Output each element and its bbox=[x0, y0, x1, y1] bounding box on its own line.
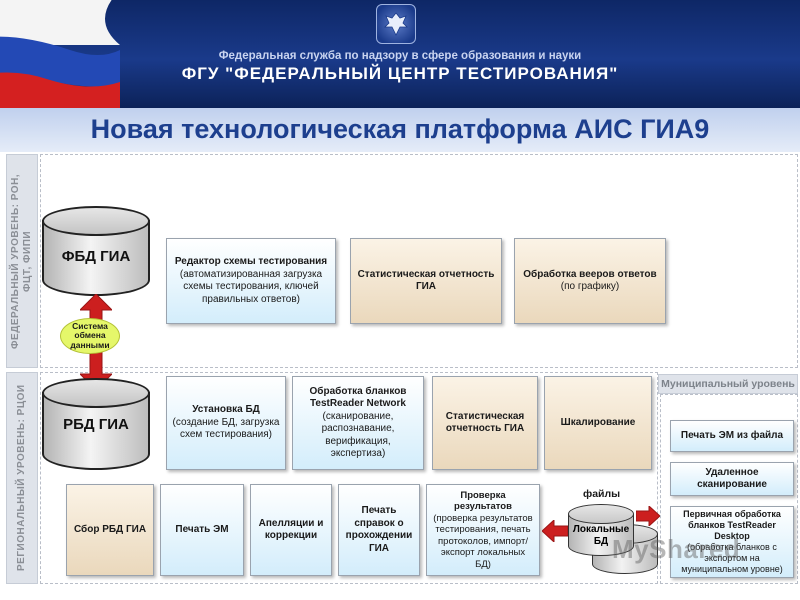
print-em-from-file-box: Печать ЭМ из файла bbox=[670, 420, 794, 452]
box-title: Редактор схемы тестирования bbox=[174, 256, 328, 267]
certificates-box: Печать справок о прохождении ГИА bbox=[338, 484, 420, 576]
regional-level-label: РЕГИОНАЛЬНЫЙ УРОВЕНЬ: РЦОИ bbox=[16, 384, 27, 572]
box-title: Сбор РБД ГИА bbox=[73, 523, 147, 535]
box-desc: (по графику) bbox=[560, 281, 620, 292]
test-scheme-editor-box: Редактор схемы тестирования (автоматизир… bbox=[166, 238, 336, 324]
municipal-zone bbox=[660, 394, 798, 584]
appeals-box: Апелляции и коррекции bbox=[250, 484, 332, 576]
russian-flag-image bbox=[0, 0, 120, 108]
results-check-box: Проверка результатов (проверка результат… bbox=[426, 484, 540, 576]
files-label: файлы bbox=[583, 488, 621, 500]
header-banner: Федеральная служба по надзору в сфере об… bbox=[0, 0, 800, 108]
box-desc: (проверка результатов тестирования, печа… bbox=[433, 512, 533, 570]
box-title: Установка БД bbox=[192, 404, 260, 416]
regional-statistics-box: Статистическая отчетность ГИА bbox=[432, 376, 538, 470]
box-title: Удаленное сканирование bbox=[697, 466, 767, 491]
box-title: Статистическая отчетность ГИА bbox=[445, 410, 525, 435]
db-install-box: Установка БД (создание БД, загрузка схем… bbox=[166, 376, 286, 470]
box-title: Печать ЭМ из файла bbox=[680, 429, 784, 441]
box-desc: (создание БД, загрузка схем тестирования… bbox=[172, 416, 280, 441]
box-title: Обработка бланков TestReader Network bbox=[309, 385, 407, 410]
eagle-emblem-icon bbox=[376, 4, 416, 44]
regional-db-label: РБД ГИА bbox=[63, 416, 129, 433]
box-title: Печать справок о прохождении ГИА bbox=[345, 505, 413, 554]
box-desc: (обработка бланков с экспортом на муници… bbox=[681, 542, 783, 574]
federal-db-label: ФБД ГИА bbox=[61, 248, 131, 265]
organization-name: ФГУ "ФЕДЕРАЛЬНЫЙ ЦЕНТР ТЕСТИРОВАНИЯ" bbox=[181, 64, 619, 83]
box-title: Проверка результатов bbox=[454, 489, 512, 513]
federal-zone bbox=[40, 154, 798, 368]
arrow-right-icon bbox=[635, 504, 661, 528]
title-band bbox=[0, 108, 800, 152]
regional-level-band: РЕГИОНАЛЬНЫЙ УРОВЕНЬ: РЦОИ bbox=[6, 372, 38, 584]
print-em-box: Печать ЭМ bbox=[160, 484, 244, 576]
myshared-watermark: MyShared bbox=[612, 534, 741, 564]
box-desc: (автоматизированная загрузка схемы тести… bbox=[179, 268, 323, 305]
box-title: Шкалирование bbox=[560, 416, 636, 428]
agency-name: Федеральная служба по надзору в сфере об… bbox=[218, 50, 582, 62]
regional-zone bbox=[40, 372, 658, 584]
box-desc: (сканирование, распознавание, верификаци… bbox=[321, 410, 395, 460]
box-title: Обработка вееров ответов bbox=[523, 268, 657, 280]
scaling-box: Шкалирование bbox=[544, 376, 652, 470]
remote-scanning-box: Удаленное сканирование bbox=[670, 462, 794, 496]
federal-level-band: ФЕДЕРАЛЬНЫЙ УРОВЕНЬ: РОН, ФЦТ, ФИПИ bbox=[6, 154, 38, 368]
municipal-level-label: Муниципальный уровень bbox=[658, 374, 798, 394]
box-title: Первичная обработка бланков TestReader D… bbox=[683, 509, 781, 541]
slide-title: Новая технологическая платформа АИС ГИА9 bbox=[90, 114, 710, 144]
regional-db-collection-box: Сбор РБД ГИА bbox=[66, 484, 154, 576]
testreader-desktop-box: Первичная обработка бланков TestReader D… bbox=[670, 506, 794, 578]
box-title: Печать ЭМ bbox=[175, 523, 229, 535]
local-db-label: Локальные БД bbox=[572, 524, 630, 547]
box-title: Апелляции и коррекции bbox=[258, 517, 324, 542]
answer-fans-box: Обработка вееров ответов (по графику) bbox=[514, 238, 666, 324]
federal-level-label: ФЕДЕРАЛЬНЫЙ УРОВЕНЬ: РОН, ФЦТ, ФИПИ bbox=[10, 173, 33, 349]
box-title: Статистическая отчетность ГИА bbox=[357, 268, 495, 293]
arrow-left-icon bbox=[541, 518, 569, 544]
testreader-network-box: Обработка бланков TestReader Network (ск… bbox=[292, 376, 424, 470]
data-exchange-bubble: Система обмена данными bbox=[60, 318, 120, 354]
federal-statistics-box: Статистическая отчетность ГИА bbox=[350, 238, 502, 324]
